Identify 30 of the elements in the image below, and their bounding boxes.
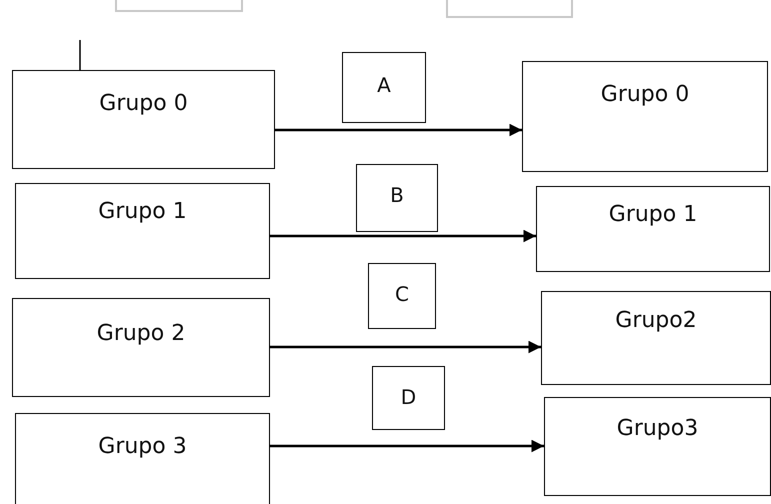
- group-box: [544, 397, 771, 496]
- group-box: [12, 298, 270, 397]
- group-label: Grupo 0: [99, 91, 188, 116]
- letter-box: [368, 263, 436, 329]
- letter-label: C: [395, 282, 409, 306]
- group-label: Grupo 2: [96, 321, 186, 346]
- group-box: [15, 183, 270, 279]
- arrow: [270, 230, 536, 242]
- group-label: Grupo 1: [98, 199, 187, 224]
- group-box: [541, 291, 771, 385]
- partial-box: [446, 0, 573, 18]
- group-box: [522, 61, 768, 172]
- partial-box: [115, 0, 243, 12]
- letter-box: [342, 52, 426, 123]
- letter-label: D: [400, 385, 416, 409]
- arrow: [270, 440, 544, 452]
- letter-label: B: [390, 183, 404, 207]
- group-box: [12, 70, 275, 169]
- group-box: [536, 186, 770, 272]
- letter-box: [356, 164, 438, 232]
- group-label: Grupo 1: [608, 202, 698, 227]
- letter-label: A: [377, 73, 391, 97]
- group-box: [15, 413, 270, 504]
- group-label: Grupo 0: [600, 82, 690, 107]
- arrow: [270, 340, 541, 354]
- group-label: Grupo 3: [98, 434, 187, 459]
- group-label: Grupo3: [616, 416, 698, 441]
- group-label: Grupo2: [615, 308, 697, 333]
- letter-box: [372, 366, 445, 430]
- arrow: [275, 124, 522, 136]
